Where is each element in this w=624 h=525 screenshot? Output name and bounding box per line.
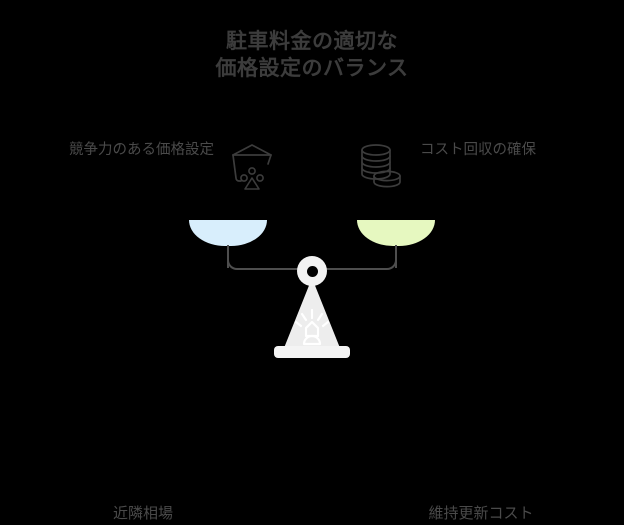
pan-stem-left xyxy=(227,245,229,268)
slide-canvas: 駐車料金の適切な 価格設定のバランス 競争力のある価格設定 xyxy=(0,0,624,404)
balance-pan-right xyxy=(357,220,435,246)
left-side-group: 競争力のある価格設定 xyxy=(45,138,280,194)
top-row: 競争力のある価格設定 xyxy=(0,138,624,208)
balance-pivot xyxy=(297,256,327,286)
pan-stem-right xyxy=(395,245,397,268)
left-bottom-label: 近隣相場 xyxy=(112,505,173,522)
coins-stack-icon xyxy=(361,144,401,188)
balance-pedestal-icon xyxy=(274,278,350,358)
right-bottom-label: 維持更新コスト xyxy=(428,505,534,522)
title-line-2: 価格設定のバランス xyxy=(215,57,409,80)
right-side-group: コスト回収の確保 xyxy=(354,138,589,194)
left-side-label: 競争力のある価格設定 xyxy=(69,142,214,158)
balance-pan-left xyxy=(189,220,267,246)
right-side-label: コスト回収の確保 xyxy=(420,142,536,158)
title-line-1: 駐車料金の適切な xyxy=(226,30,398,53)
balance-scale: 近隣相場 維持更新コスト xyxy=(0,208,624,522)
price-tag-icon xyxy=(232,144,272,190)
page-title: 駐車料金の適切な 価格設定のバランス xyxy=(0,28,624,82)
